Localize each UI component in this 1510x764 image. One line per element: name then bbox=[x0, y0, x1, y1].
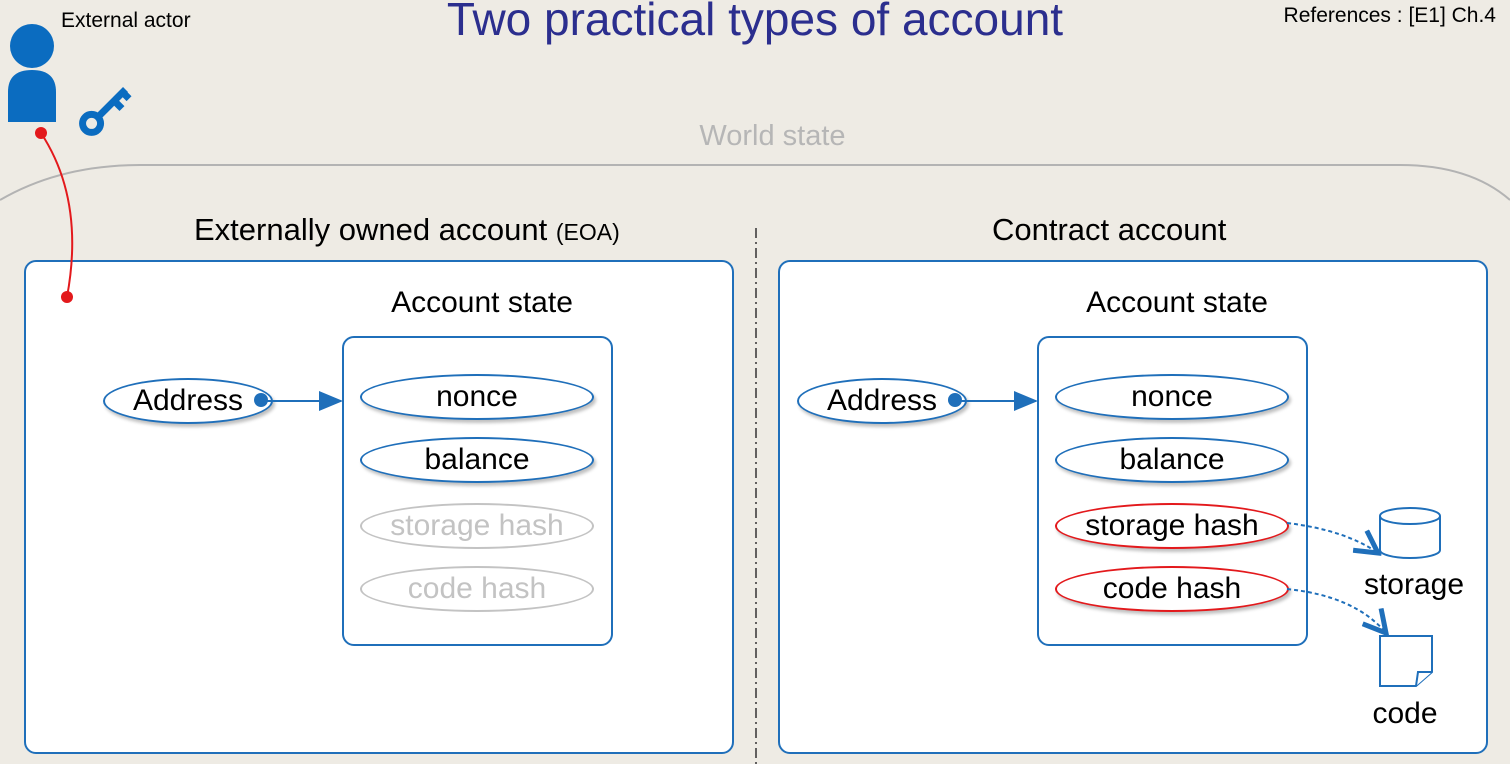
world-state-boundary bbox=[0, 164, 1510, 201]
document-icon bbox=[1379, 635, 1433, 687]
actor-connector-end bbox=[61, 291, 73, 303]
eoa-code-hash-field: code hash bbox=[360, 566, 594, 612]
contract-code-hash-field: code hash bbox=[1055, 566, 1289, 612]
world-state-label: World state bbox=[699, 120, 846, 152]
contract-state-title: Account state bbox=[1086, 286, 1268, 319]
eoa-address-field: Address bbox=[103, 378, 273, 424]
storage-hash-arrow bbox=[1286, 522, 1378, 553]
page-title: Two practical types of account bbox=[446, 0, 1064, 45]
storage-label: storage bbox=[1363, 568, 1465, 601]
database-icon bbox=[1379, 507, 1441, 559]
references-note: References : [E1] Ch.4 bbox=[1283, 4, 1496, 27]
eoa-title-text: Externally owned account bbox=[194, 212, 548, 247]
contract-nonce-field: nonce bbox=[1055, 374, 1289, 420]
code-hash-arrow bbox=[1286, 588, 1386, 633]
contract-storage-hash-field: storage hash bbox=[1055, 503, 1289, 549]
eoa-nonce-field: nonce bbox=[360, 374, 594, 420]
eoa-state-title: Account state bbox=[391, 286, 573, 319]
key-icon bbox=[79, 87, 132, 136]
eoa-title: Externally owned account (EOA) bbox=[194, 212, 620, 248]
actor-label: External actor bbox=[61, 9, 191, 32]
person-icon bbox=[8, 24, 56, 122]
actor-connector-start bbox=[35, 127, 47, 139]
contract-balance-field: balance bbox=[1055, 437, 1289, 483]
code-label: code bbox=[1372, 697, 1438, 730]
eoa-balance-field: balance bbox=[360, 437, 594, 483]
eoa-storage-hash-field: storage hash bbox=[360, 503, 594, 549]
eoa-title-suffix: (EOA) bbox=[555, 219, 620, 245]
actor-connector bbox=[40, 132, 74, 298]
contract-address-field: Address bbox=[797, 378, 967, 424]
contract-title: Contract account bbox=[992, 212, 1227, 247]
